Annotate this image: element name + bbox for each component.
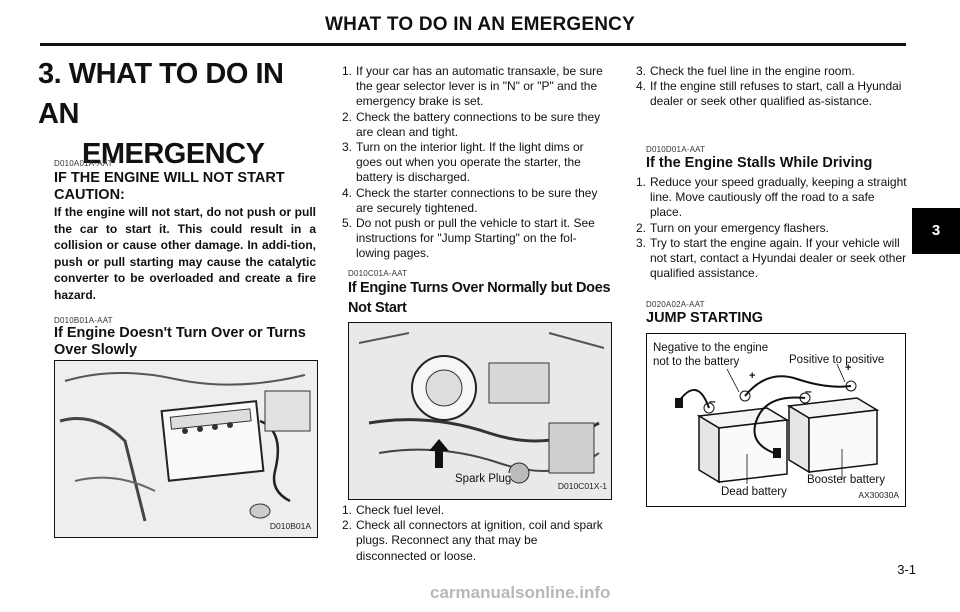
list-number: 1. [342,64,353,78]
list-text: Turn on the interior light. If the light… [356,140,584,185]
jump-start-figure: + + – – Negative to the engine not to th… [646,333,906,507]
figure-code: AX30030A [858,490,899,500]
list-text: Do not push or pull the vehicle to start… [356,216,595,261]
continued-list: 3.Check the fuel line in the engine room… [636,64,908,110]
list-number: 4. [636,79,647,94]
list-item: 5.Do not push or pull the vehicle to sta… [342,216,610,262]
list-text: Check fuel level. [356,503,445,517]
heading-line: IF THE ENGINE WILL NOT START [54,170,285,186]
fuel-check-list: 1.Check fuel level. 2.Check all connecto… [342,503,610,564]
caution-text: If the engine will not start, do not pus… [54,205,316,302]
list-number: 3. [636,235,647,250]
spark-plug-label: Spark Plug [455,473,512,485]
list-text: Check the battery connections to be sure… [356,109,601,139]
jump-start-illustration [675,363,880,484]
list-item: 2.Check all connectors at ignition, coil… [342,518,610,564]
heading-engine-will-not-start: IF THE ENGINE WILL NOT START CAUTION: [54,170,324,204]
section-title: 3. WHAT TO DO IN AN EMERGENCY [38,54,318,174]
section-code: D010C01A-AAT [348,269,408,278]
heading-engine-stalls: If the Engine Stalls While Driving [646,155,873,171]
list-number: 5. [342,216,353,231]
positive-label: Positive to positive [789,354,885,366]
list-text: Check all connectors at ignition, coil a… [356,518,603,563]
list-text: Try to start the engine again. If your v… [650,235,907,281]
list-text: If the engine still refuses to start, ca… [650,79,902,109]
list-text: Check the fuel line in the engine room. [650,64,855,78]
section-code: D010D01A-AAT [646,145,706,154]
list-item: 1.Reduce your speed gradually, keeping a… [636,175,908,221]
list-number: 1. [342,503,353,517]
dead-battery-label: Dead battery [721,486,787,498]
list-item: 3.Try to start the engine again. If your… [636,236,908,282]
list-item: 3.Turn on the interior light. If the lig… [342,140,610,186]
heading-line: Not Start [348,300,407,316]
figure-code: D010C01X-1 [557,481,607,491]
list-item: 2.Check the battery connections to be su… [342,110,610,140]
section-code: D010B01A-AAT [54,316,113,325]
negative-label-line1: Negative to the engine [653,342,769,354]
header-rule [40,43,906,46]
list-item: 1.Check fuel level. [342,503,610,518]
list-number: 3. [342,140,353,155]
list-number: 2. [636,220,647,235]
watermark-text: carmanualsonline.info [430,583,611,602]
caution-label: CAUTION: [54,187,125,203]
list-text: Reduce your speed gradually, keeping a s… [650,175,907,220]
battery-illustration [55,361,317,537]
section-title-line1: 3. WHAT TO DO IN AN [38,58,284,130]
plus-sign: + [845,362,852,374]
list-number: 4. [342,185,353,200]
minus-sign: – [709,394,716,408]
list-item: 4.Check the starter connections to be su… [342,186,610,216]
list-item: 3.Check the fuel line in the engine room… [636,64,908,79]
list-number: 1. [636,175,647,189]
heading-line: Over Slowly [54,342,138,358]
list-item: 4.If the engine still refuses to start, … [636,79,908,109]
battery-figure: D010B01A [54,360,318,538]
list-item: 2.Turn on your emergency flashers. [636,221,908,236]
list-number: 3. [636,64,647,78]
plus-sign: + [749,370,756,382]
heading-engine-turns-slowly: If Engine Doesn't Turn Over or Turns Ove… [54,325,324,359]
page-number: 3-1 [897,562,916,577]
heading-turns-normally: If Engine Turns Over Normally but Does N… [348,280,620,317]
section-title-line2: EMERGENCY [82,138,265,170]
negative-label-line2: not to the battery [653,356,740,368]
heading-line: If Engine Doesn't Turn Over or Turns [54,325,306,341]
minus-sign: – [805,384,812,398]
section-code: D020A02A-AAT [646,300,705,309]
booster-battery-label: Booster battery [807,474,885,486]
list-item: 1.If your car has an automatic transaxle… [342,64,610,110]
chapter-tab[interactable]: 3 [912,208,960,254]
list-number: 2. [342,109,353,124]
list-text: Check the starter connections to be sure… [356,185,598,215]
stall-steps-list: 1.Reduce your speed gradually, keeping a… [636,175,908,281]
figure-code: D010B01A [269,521,311,531]
heading-jump-starting: JUMP STARTING [646,310,764,326]
list-number: 2. [342,518,353,533]
list-text: Turn on your emergency flashers. [650,220,829,235]
list-text: If your car has an automatic transaxle, … [356,64,603,109]
page-header-title: WHAT TO DO IN AN EMERGENCY [325,14,635,35]
engine-illustration [349,323,611,499]
spark-plug-figure: Spark Plug D010C01X-1 [348,322,612,500]
section-code: D010A01A-AAT [54,159,113,168]
battery-check-list: 1.If your car has an automatic transaxle… [342,64,610,262]
heading-line: If Engine Turns Over Normally but Does [348,280,611,296]
